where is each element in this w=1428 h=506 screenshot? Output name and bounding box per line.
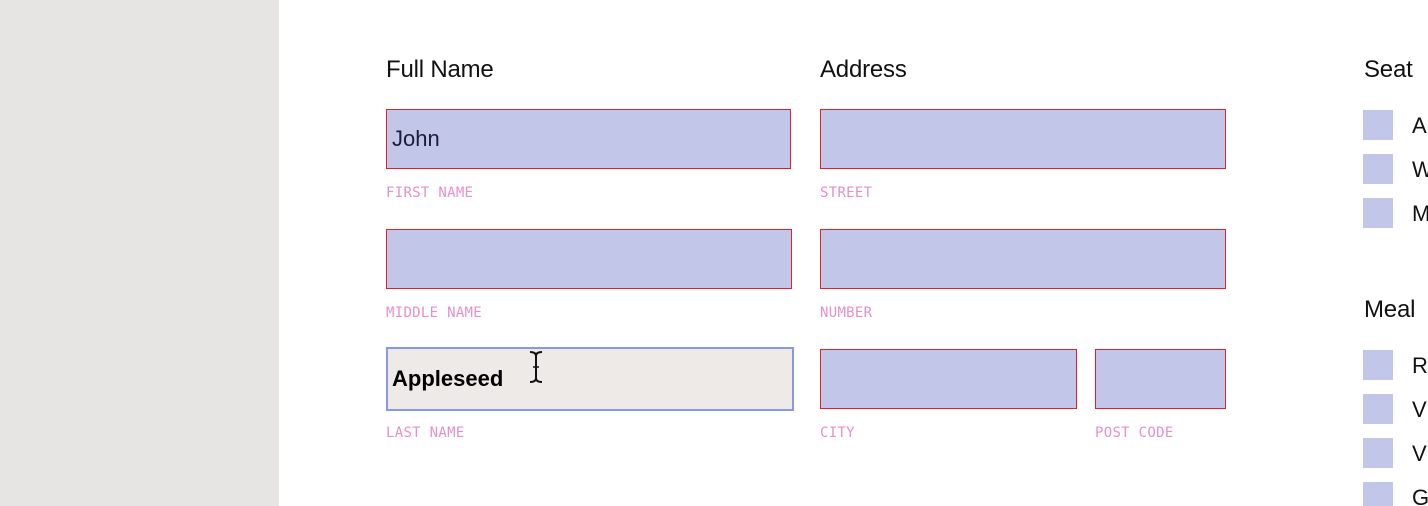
post-code-caption: POST CODE [1095,425,1174,441]
first-name-caption: FIRST NAME [386,185,474,201]
meal-heading: Meal [1364,296,1416,323]
city-field[interactable] [820,349,1077,409]
last-name-field[interactable]: Appleseed [386,347,794,411]
seat-option-label: M [1412,201,1428,226]
seat-option-label: W [1412,157,1428,182]
street-field[interactable] [820,109,1226,169]
post-code-field[interactable] [1095,349,1226,409]
seat-option-checkbox[interactable] [1363,198,1393,228]
meal-option-checkbox[interactable] [1363,350,1393,380]
meal-option-label: G [1412,485,1428,506]
street-caption: STREET [820,185,873,201]
middle-name-caption: MIDDLE NAME [386,305,483,321]
seat-option-checkbox[interactable] [1363,154,1393,184]
number-caption: NUMBER [820,305,873,321]
city-caption: CITY [820,425,855,441]
middle-name-field[interactable] [386,229,792,289]
meal-option-checkbox[interactable] [1363,482,1393,506]
meal-option-checkbox[interactable] [1363,394,1393,424]
full-name-heading: Full Name [386,56,494,83]
meal-option-label: R [1412,353,1428,378]
last-name-caption: LAST NAME [386,425,465,441]
address-heading: Address [820,56,907,83]
seat-heading: Seat [1364,56,1413,83]
left-sidebar [0,0,279,506]
seat-option-label: A [1412,113,1427,138]
meal-option-label: V [1412,397,1427,422]
first-name-field[interactable]: John [386,109,791,169]
seat-option-checkbox[interactable] [1363,110,1393,140]
meal-option-label: V [1412,441,1427,466]
meal-option-checkbox[interactable] [1363,438,1393,468]
number-field[interactable] [820,229,1226,289]
text-cursor-icon [529,351,543,383]
